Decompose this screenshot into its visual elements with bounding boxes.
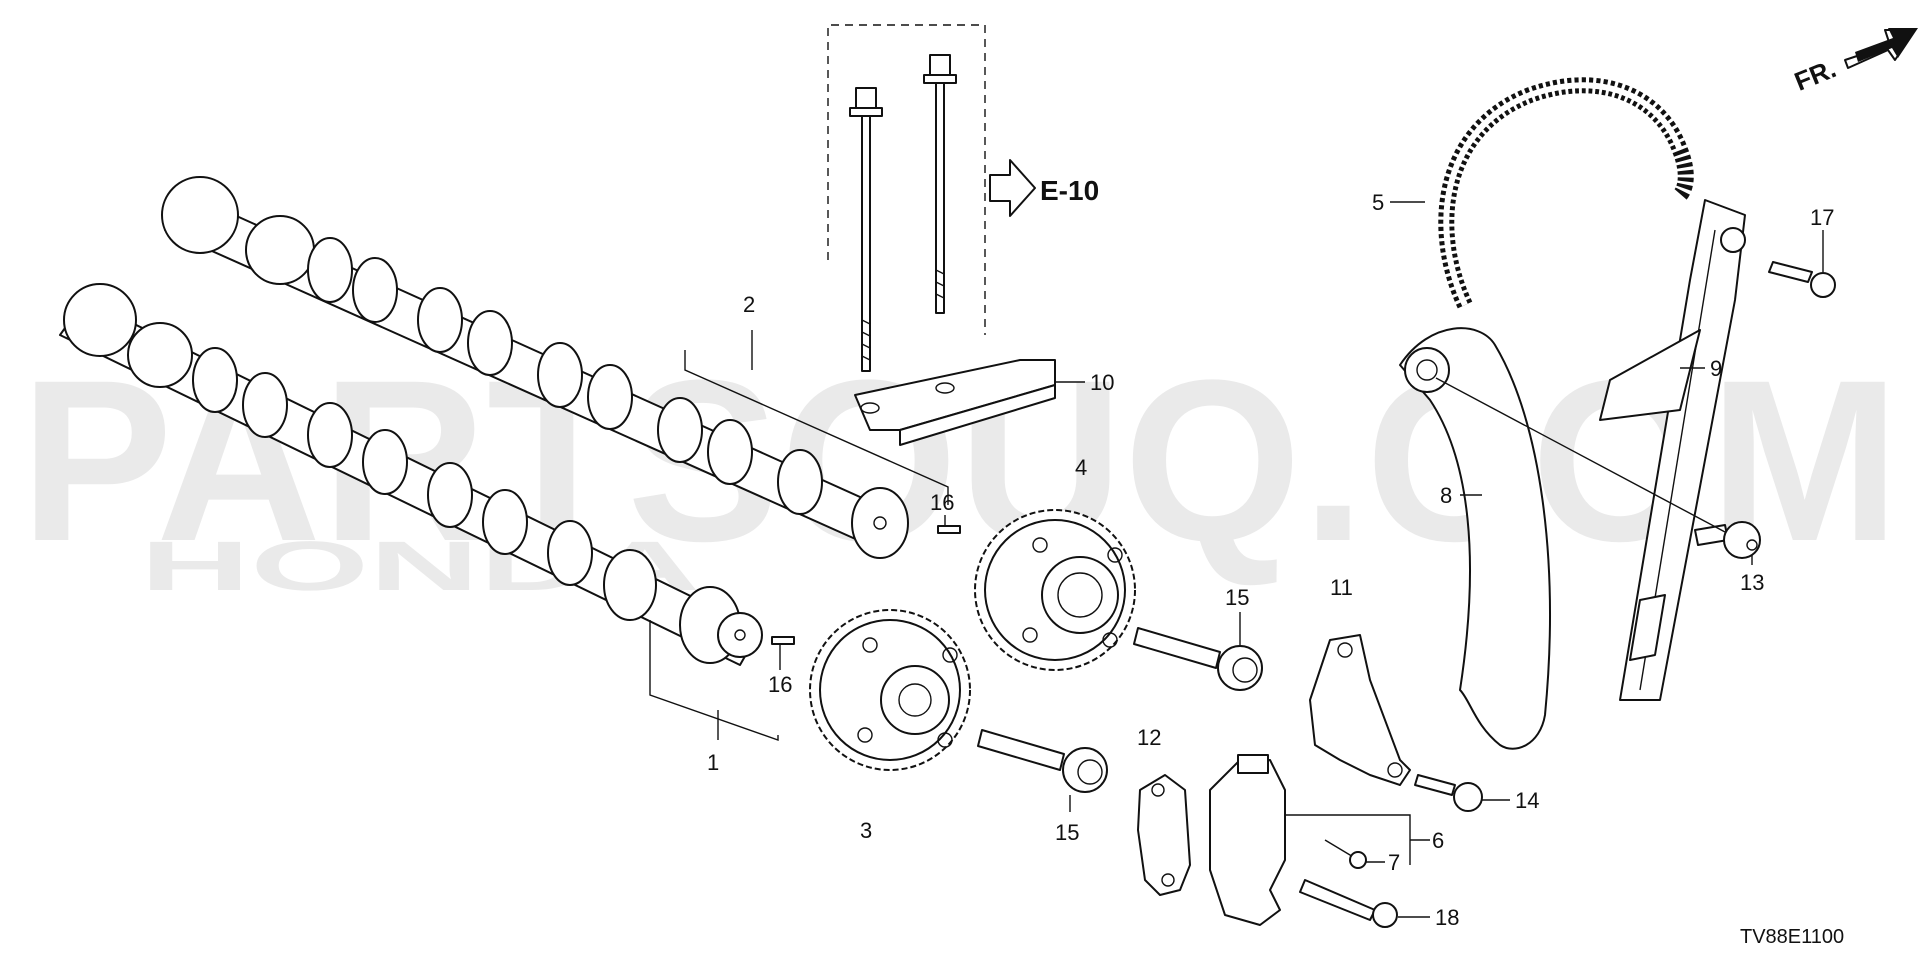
vtc-sprocket-lower (809, 609, 971, 771)
callout-17[interactable]: 17 (1810, 205, 1834, 230)
callout-15-upper[interactable]: 15 (1225, 585, 1249, 610)
sprocket-bolt-lower (977, 729, 1108, 793)
callout-5[interactable]: 5 (1372, 190, 1384, 215)
callout-9[interactable]: 9 (1710, 356, 1722, 381)
chain-guide (1599, 199, 1746, 701)
callout-12[interactable]: 12 (1137, 725, 1161, 750)
cam-holder-bracket (854, 359, 1056, 446)
callouts: 1 2 3 4 5 6 7 8 9 10 11 12 13 14 15 15 1… (707, 190, 1834, 930)
long-bolt-left (849, 87, 883, 372)
tensioner-bracket (1309, 634, 1411, 786)
hollow-arrow-icon (989, 159, 1036, 217)
long-bolt-right (923, 54, 957, 314)
vtc-sprocket-upper (974, 509, 1136, 671)
tensioner-bolt (1299, 879, 1398, 928)
callout-2[interactable]: 2 (743, 292, 755, 317)
chain-tensioner (1209, 754, 1286, 926)
guide-bolt (1768, 261, 1836, 298)
callout-13[interactable]: 13 (1740, 570, 1764, 595)
stud-bolt (1414, 774, 1483, 812)
tensioner-arm (1399, 327, 1551, 750)
callout-18[interactable]: 18 (1435, 905, 1459, 930)
callout-14[interactable]: 14 (1515, 788, 1539, 813)
callout-1[interactable]: 1 (707, 750, 719, 775)
callout-8[interactable]: 8 (1440, 483, 1452, 508)
arrow-right-icon (1855, 28, 1918, 62)
intake-camshaft (161, 176, 909, 559)
callout-10[interactable]: 10 (1090, 370, 1114, 395)
callout-16-upper[interactable]: 16 (930, 490, 954, 515)
leader-lines (649, 201, 1824, 918)
callout-11[interactable]: 11 (1330, 575, 1353, 600)
callout-6[interactable]: 6 (1432, 828, 1444, 853)
direction-marker: FR. (1790, 28, 1918, 97)
tensioner-stopper-pin (1324, 839, 1367, 869)
callout-7[interactable]: 7 (1388, 850, 1400, 875)
sprocket-bolt-upper (1133, 627, 1263, 691)
callout-15-lower[interactable]: 15 (1055, 820, 1079, 845)
exhaust-camshaft (59, 283, 763, 666)
dowel-pin-lower (771, 636, 795, 645)
timing-chain (1438, 77, 1694, 309)
bolt-group-box: E-10 (827, 24, 1099, 372)
pivot-bolt (1694, 521, 1761, 559)
dowel-pin-upper (937, 525, 961, 534)
callout-16-lower[interactable]: 16 (768, 672, 792, 697)
reference-label[interactable]: E-10 (1040, 175, 1099, 206)
direction-label: FR. (1790, 53, 1840, 97)
drawing-code: TV88E1100 (1740, 926, 1844, 948)
tensioner-gasket (1137, 774, 1191, 896)
callout-4[interactable]: 4 (1075, 455, 1087, 480)
callout-3[interactable]: 3 (860, 818, 872, 843)
